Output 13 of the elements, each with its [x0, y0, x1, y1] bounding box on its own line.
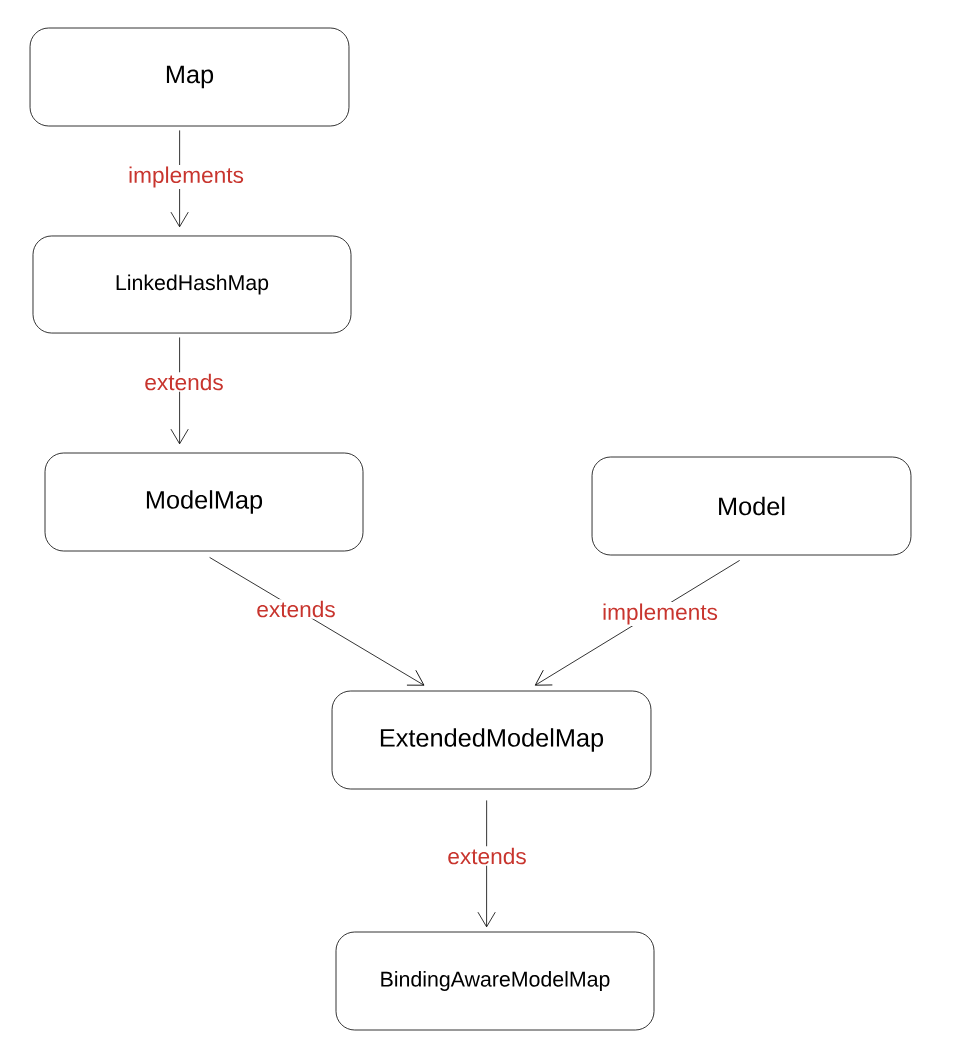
arrow	[170, 337, 189, 445]
edge-label: implements	[126, 165, 246, 189]
class-box: BindingAwareModelMap	[335, 931, 655, 1031]
edge-label: extends	[142, 372, 226, 392]
edge-label: extends	[254, 599, 338, 619]
edge-label: implements	[600, 602, 720, 626]
class-box: ModelMap	[44, 452, 364, 552]
class-box: Model	[591, 456, 912, 556]
class-box: LinkedHashMap	[32, 235, 352, 334]
class-box: Map	[29, 27, 350, 127]
class-box: ExtendedModelMap	[331, 690, 652, 790]
edge-label: extends	[446, 846, 529, 866]
arrow	[477, 800, 496, 928]
